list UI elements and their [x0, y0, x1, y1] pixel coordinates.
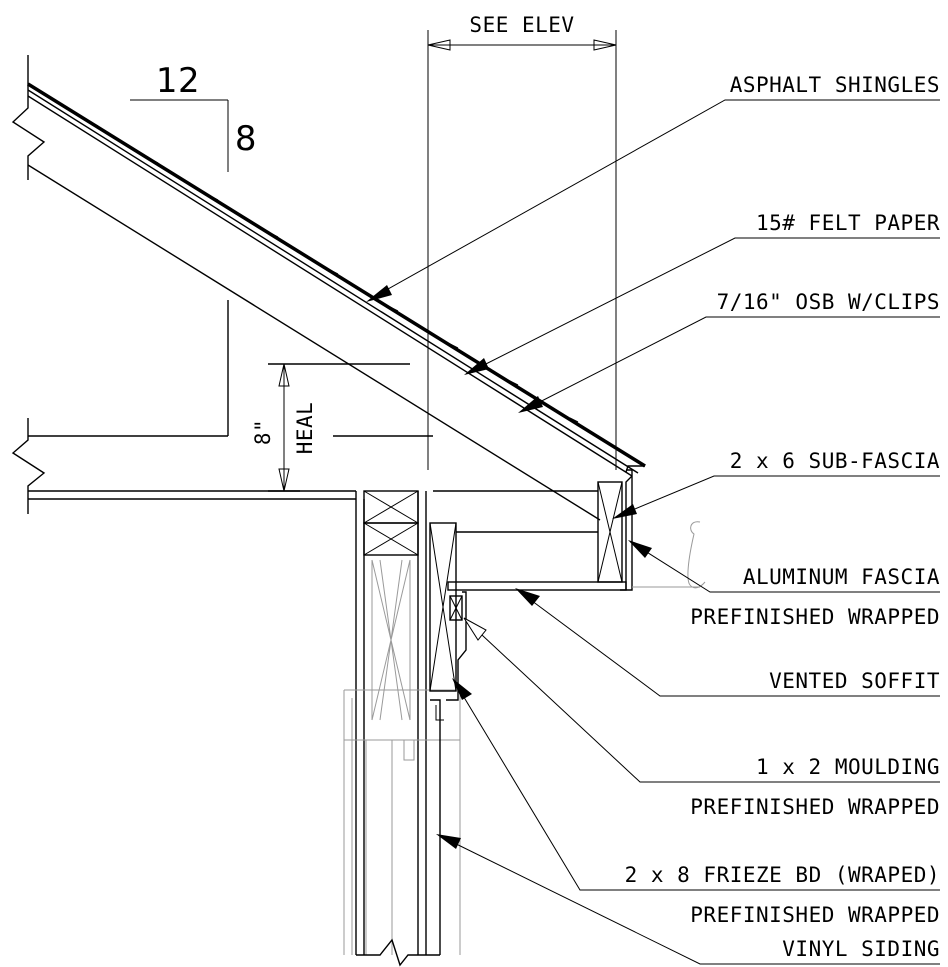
label-frieze-board: 2 x 8 FRIEZE BD (WRAPED) [625, 863, 940, 887]
see-elev-dimension: SEE ELEV [427, 13, 617, 470]
stud-outline [371, 559, 411, 721]
arrow-moulding [463, 617, 487, 641]
soffit-panel [447, 581, 627, 591]
moulding-x [449, 595, 463, 621]
leader-sub-fascia [617, 475, 940, 517]
label-asphalt-shingles: ASPHALT SHINGLES [730, 73, 940, 97]
gutter-profile [687, 521, 706, 589]
label-vented-soffit: VENTED SOFFIT [769, 669, 940, 693]
arrow-frieze-board [452, 678, 472, 700]
rafter-top-line [27, 95, 633, 477]
shingle-marks [89, 121, 579, 423]
see-elev-label: SEE ELEV [469, 13, 574, 37]
arrow-sub-fascia [612, 504, 637, 519]
label-vinyl-siding: VINYL SIDING [782, 937, 940, 961]
heal-dimension: 8" HEAL [251, 363, 317, 492]
leader-felt-paper [469, 237, 940, 373]
siding-edge [435, 705, 444, 721]
heal-arrow-top [278, 363, 290, 387]
label-sub-fascia: 2 x 6 SUB-FASCIA [730, 449, 940, 473]
ceiling-assembly [28, 300, 433, 500]
callouts: ASPHALT SHINGLES 15# FELT PAPER 7/16" OS… [366, 73, 940, 965]
siding-channel [430, 699, 441, 955]
leader-lines [371, 99, 940, 965]
label-osb: 7/16" OSB W/CLIPS [717, 290, 940, 314]
arrow-felt-paper [464, 358, 489, 375]
moulding-block [449, 595, 463, 621]
callout-labels: ASPHALT SHINGLES 15# FELT PAPER 7/16" OS… [625, 73, 940, 961]
label-felt-paper: 15# FELT PAPER [756, 211, 940, 235]
wall-bottom-break [356, 938, 440, 967]
rafter-bottom-line [27, 164, 601, 521]
label-aluminum-fascia-sub: PREFINISHED WRAPPED [690, 605, 940, 629]
top-plate-x [363, 490, 419, 524]
label-moulding-sub: PREFINISHED WRAPPED [690, 795, 940, 819]
top-plate-2-x [363, 522, 419, 556]
leader-osb [523, 316, 940, 411]
dim-arrow-left [427, 39, 451, 51]
heal-height-label: 8" [251, 419, 275, 445]
leader-aluminum-fascia [633, 543, 940, 593]
label-moulding: 1 x 2 MOULDING [756, 755, 940, 779]
heal-label: HEAL [293, 402, 317, 455]
arrow-osb [518, 396, 543, 413]
arrow-asphalt-shingles [366, 285, 392, 302]
moulding-return [446, 591, 467, 701]
sheathing-line [27, 89, 639, 474]
leader-arrowheads [366, 285, 652, 849]
label-frieze-board-sub: PREFINISHED WRAPPED [690, 903, 940, 927]
leader-moulding [467, 621, 940, 783]
rafter-break-line [11, 55, 46, 180]
leader-asphalt-shingles [371, 99, 940, 299]
leader-vinyl-siding [439, 835, 940, 965]
sub-fascia-x [597, 481, 623, 583]
frieze-board-x [429, 522, 457, 692]
rafter-tail [625, 475, 633, 590]
leader-frieze-board [455, 683, 940, 891]
arrow-aluminum-fascia [628, 540, 652, 558]
arrow-vinyl-siding [436, 834, 461, 849]
leader-vented-soffit [519, 591, 940, 697]
window-trim [343, 689, 461, 955]
eave-box [429, 469, 706, 955]
arrow-vented-soffit [515, 588, 540, 606]
wall-assembly [343, 490, 461, 967]
dim-arrow-right [593, 39, 617, 51]
pitch-rise-label: 8 [235, 119, 257, 159]
label-aluminum-fascia: ALUMINUM FASCIA [743, 565, 940, 589]
pitch-run-label: 12 [156, 61, 200, 101]
roof-assembly [27, 82, 646, 590]
asphalt-shingle-line [27, 82, 646, 468]
pitch-symbol: 12 8 [130, 61, 257, 172]
heal-arrow-bottom [278, 468, 290, 492]
top-plate-2 [363, 522, 419, 556]
break-lines [11, 55, 46, 514]
